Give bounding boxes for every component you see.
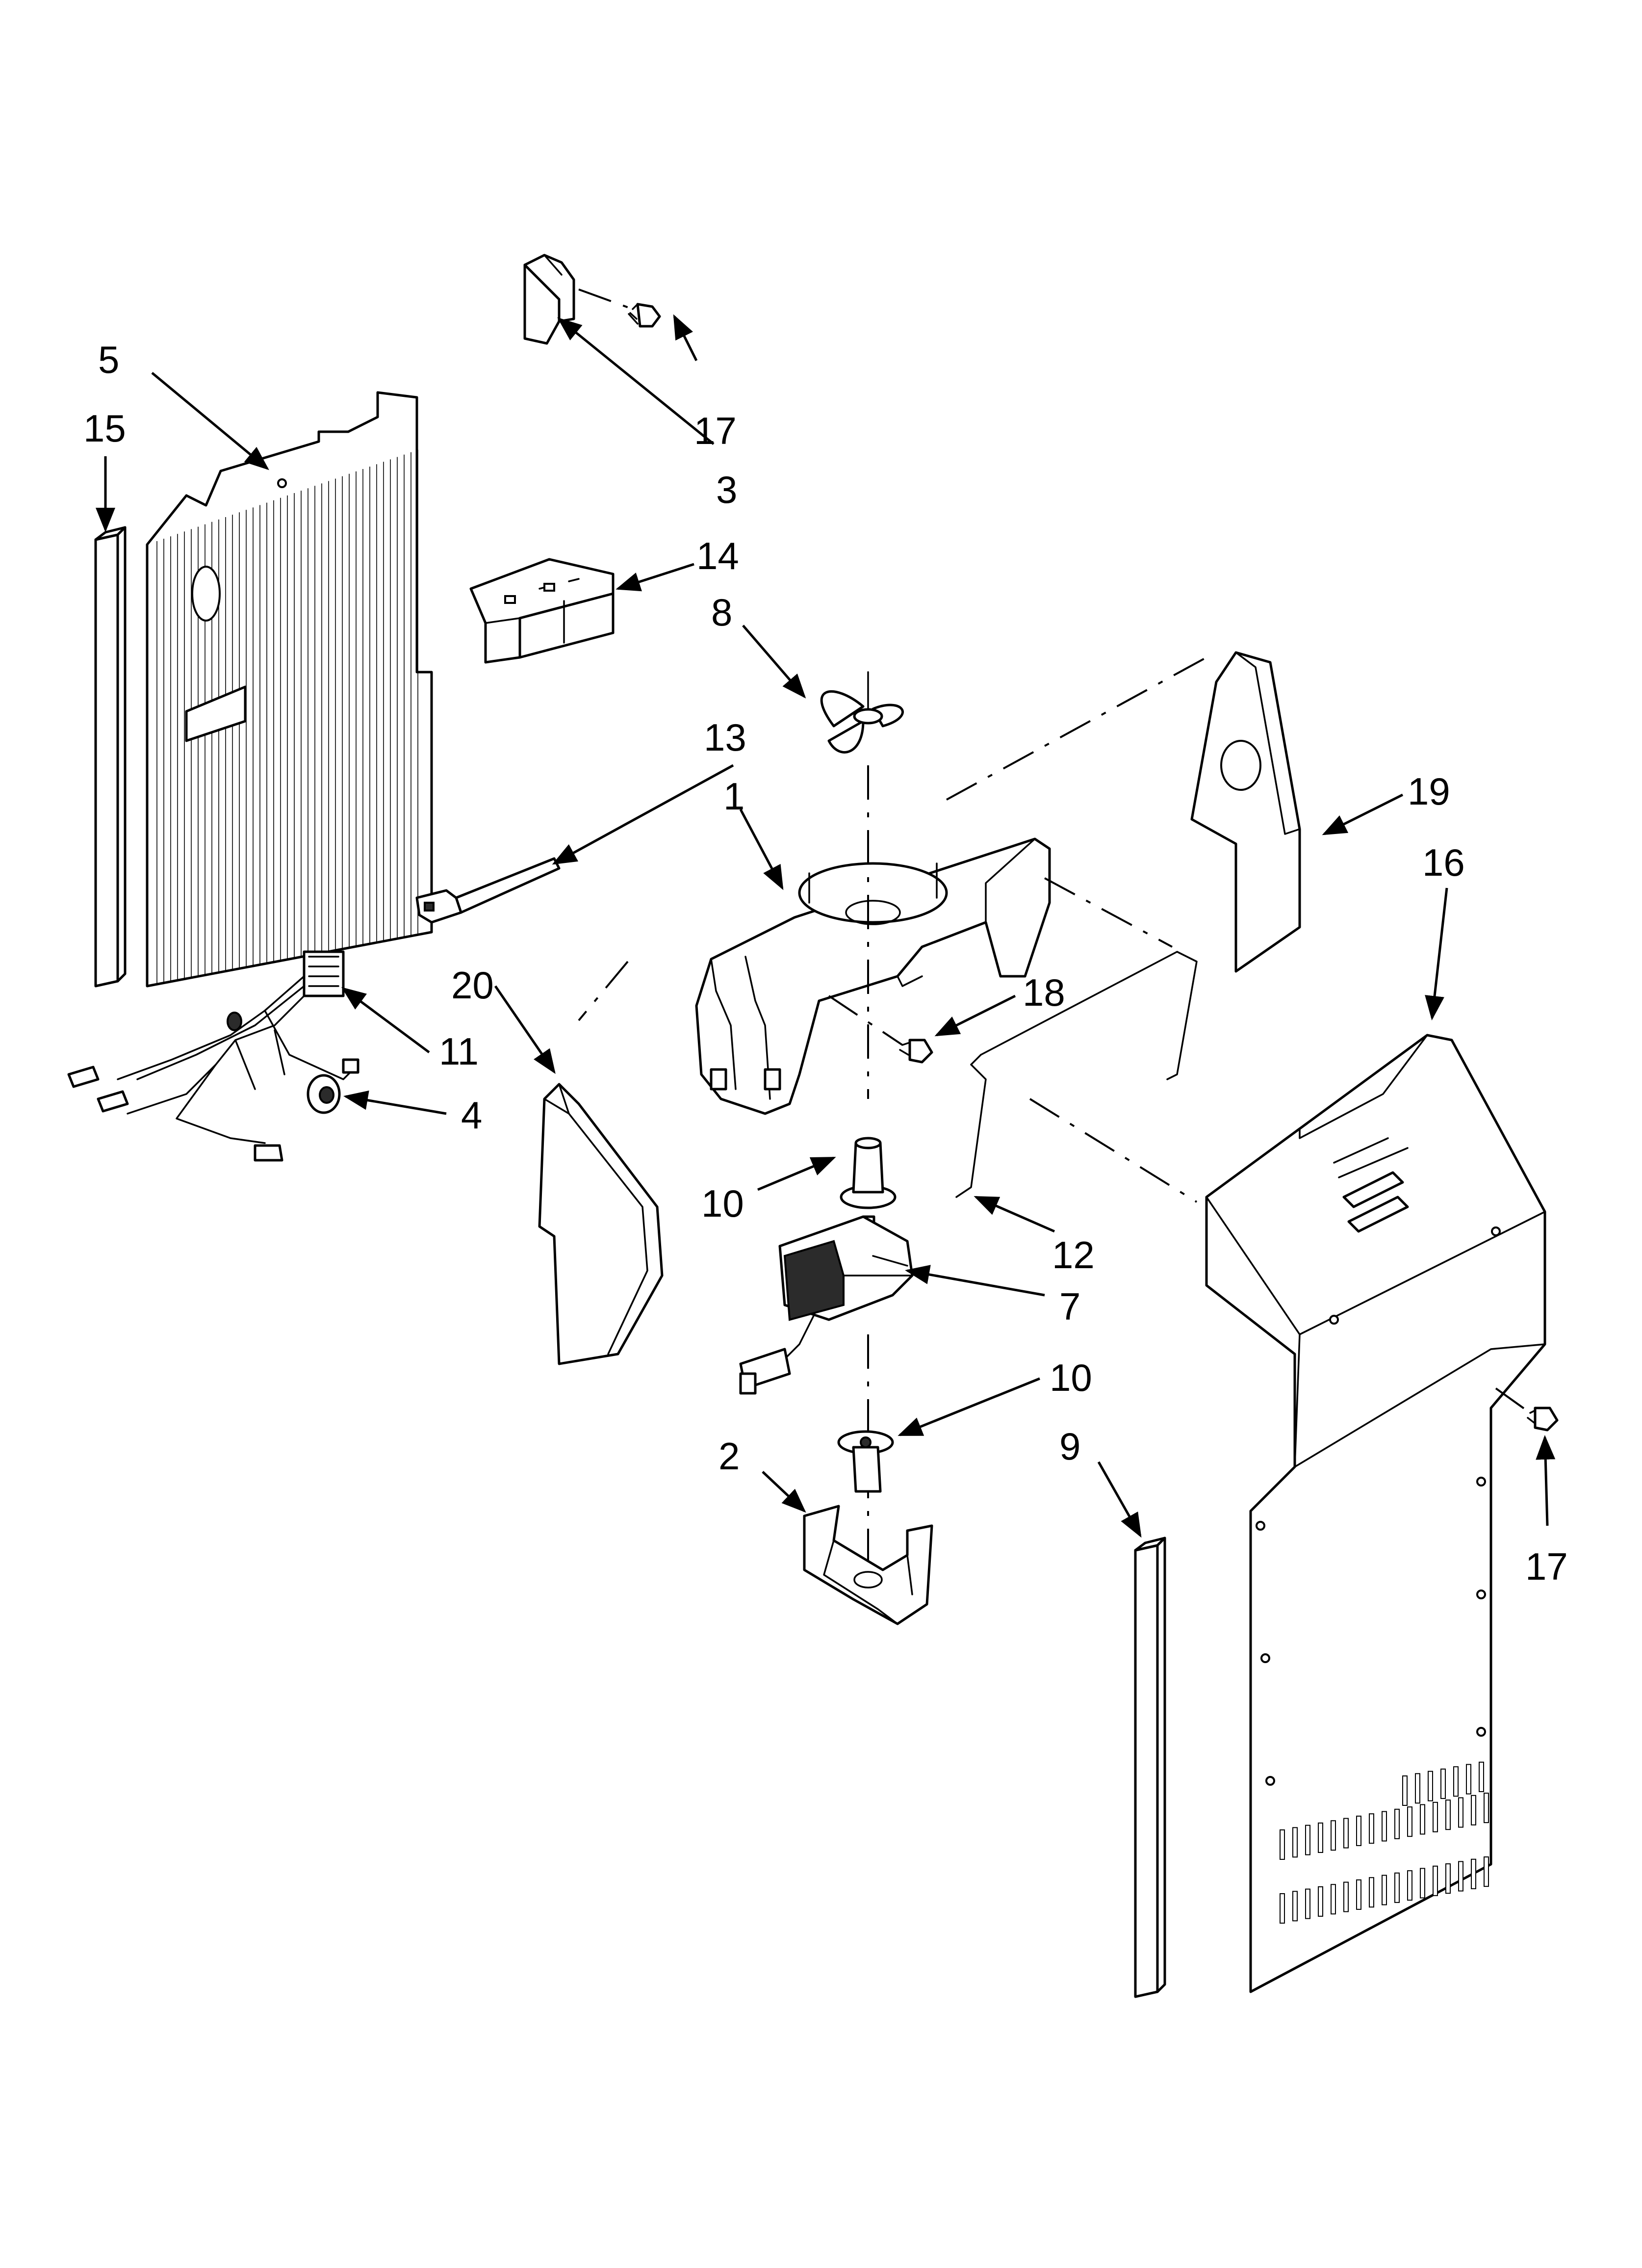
air-duct-panel [1205,1034,1546,1993]
vent-slot [1433,1801,1438,1832]
wire-harness [67,950,359,1162]
alignment-line-3 [578,961,629,1021]
callout-2: 2 [718,1434,740,1478]
vent-slot [1292,1891,1298,1922]
vent-slot [1280,1829,1285,1860]
screw-18 [828,995,933,1064]
vent-slot [1407,1806,1412,1837]
callout-8: 8 [711,591,732,634]
vent-slot [1484,1793,1489,1824]
cable-tie [415,857,561,924]
vent-slot [1356,1879,1361,1910]
vent-slot [1305,1888,1310,1919]
callout-12: 12 [1052,1233,1095,1277]
vent-slot [1394,1808,1400,1839]
vent-slot [1280,1893,1285,1924]
callout-10-upper: 10 [701,1182,744,1225]
callout-labels: 5 15 17 3 14 8 13 1 19 16 18 20 11 4 10 … [83,338,1568,1588]
vent-slot [1458,1861,1463,1892]
callout-17-right: 17 [1525,1545,1568,1588]
evaporator-cover-panel [146,391,433,988]
vent-slot [1369,1813,1374,1844]
callout-9: 9 [1059,1425,1080,1468]
vent-slot [1471,1858,1476,1889]
fan-motor [739,1215,914,1395]
motor-grommet-lower [837,1430,894,1493]
fan-blade [820,671,904,754]
alignment-line-1 [946,656,1207,801]
side-baffle-left [538,1083,664,1365]
vent-slot [1356,1815,1361,1846]
vent-slot [1292,1827,1298,1858]
foam-strip-right [1134,1537,1166,1998]
callout-15: 15 [83,407,126,450]
vent-slot [1445,1863,1451,1894]
callout-10-lower: 10 [1050,1356,1092,1399]
callout-5: 5 [98,338,119,381]
alignment-line-4 [1029,1098,1198,1203]
vent-slot [1369,1877,1374,1908]
vent-slot [1420,1868,1425,1899]
vent-slot [1382,1811,1387,1842]
vent-slot [1402,1775,1408,1806]
damper-cover-bracket [523,254,575,345]
side-baffle-right [1190,651,1301,973]
vent-slot [1318,1886,1323,1917]
callout-17-top: 17 [694,409,737,452]
vent-slot [1420,1804,1425,1835]
vent-slot [1428,1771,1433,1801]
callout-18: 18 [1023,971,1065,1014]
fan-shroud-housing [695,837,1051,1115]
motor-grommet-upper [840,1137,897,1209]
vent-slot [1407,1870,1412,1901]
vent-slot [1471,1795,1476,1825]
vent-slot [1331,1884,1336,1915]
vent-slot [1343,1818,1349,1849]
callout-16: 16 [1422,841,1465,884]
air-baffle [469,558,615,664]
vent-slot [1305,1825,1310,1855]
callout-20: 20 [451,964,494,1007]
callout-11: 11 [439,1030,479,1073]
callout-1: 1 [723,775,744,818]
screw-right [1495,1387,1559,1432]
vent-slot [1433,1865,1438,1896]
callout-14: 14 [696,534,739,577]
alignment-line-2 [1044,877,1173,948]
vent-slot [1415,1773,1420,1804]
callout-4: 4 [461,1094,482,1137]
grommet [307,1074,341,1114]
vent-slot [1453,1766,1459,1797]
vent-slot [1479,1761,1484,1792]
vent-slot [1331,1820,1336,1851]
callout-19: 19 [1408,770,1450,813]
vent-slot [1484,1856,1489,1887]
vent-slot [1394,1872,1400,1903]
vent-slot [1318,1822,1323,1853]
motor-bracket [803,1505,933,1625]
callout-7: 7 [1059,1285,1080,1328]
callout-3: 3 [716,468,737,511]
vent-slot [1466,1764,1471,1795]
screw-top [578,288,661,328]
wire-retainer [955,951,1198,1198]
vent-slot [1440,1768,1446,1799]
vent-slot [1343,1881,1349,1912]
foam-strip-left [94,526,127,988]
leader-lines [96,314,1556,1538]
vent-slot [1458,1797,1463,1828]
callout-13: 13 [704,716,746,759]
vent-slot [1445,1799,1451,1830]
vent-slot [1382,1875,1387,1905]
